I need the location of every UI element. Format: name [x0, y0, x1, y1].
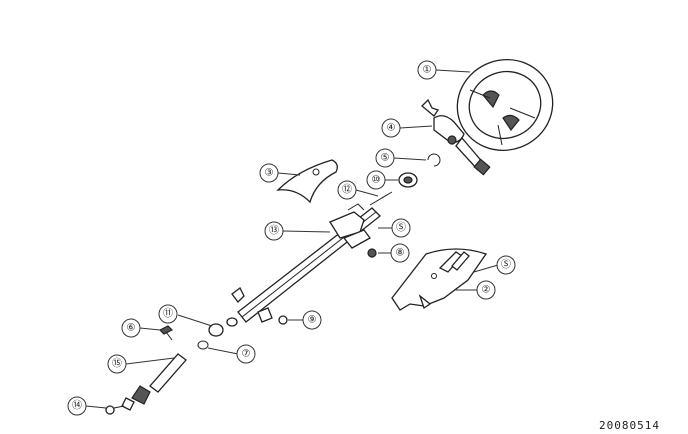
ring [197, 340, 209, 350]
callout-s-bracket: Ⓢ [496, 255, 516, 275]
callout-5: ⑤ [375, 148, 395, 168]
callout-8: ⑧ [390, 243, 410, 263]
callout-15-label: ⑮ [112, 358, 122, 370]
snap-ring [427, 153, 441, 167]
callout-12-label: ⑫ [342, 184, 352, 196]
callout-13: ⑬ [264, 221, 284, 241]
callout-14: ⑭ [67, 396, 87, 416]
callout-3-label: ③ [265, 168, 274, 179]
bushing [208, 317, 238, 337]
nut [367, 248, 377, 258]
callout-1-label: ① [423, 65, 432, 76]
steering-column [231, 203, 381, 323]
mounting-bracket [391, 248, 488, 311]
callout-15: ⑮ [107, 354, 127, 374]
bolt [158, 325, 174, 341]
callout-10: ⑩ [366, 170, 386, 190]
universal-joint-shaft [121, 353, 187, 411]
callout-14-label: ⑭ [72, 400, 82, 412]
callout-s-bracket-label: Ⓢ [501, 259, 511, 271]
callout-13-label: ⑬ [269, 225, 279, 237]
callout-7-label: ⑦ [242, 349, 251, 360]
callout-9: ⑨ [302, 310, 322, 330]
leader-lines [85, 69, 499, 409]
callout-2-label: ② [482, 285, 491, 296]
callout-6: ⑥ [121, 318, 141, 338]
callout-11-label: ⑪ [163, 308, 173, 320]
callout-8-label: ⑧ [396, 248, 405, 259]
callout-10-label: ⑩ [372, 175, 381, 186]
combination-switch [421, 98, 491, 176]
callout-4-label: ④ [387, 123, 396, 134]
callout-5-label: ⑤ [381, 153, 390, 164]
callout-9-label: ⑨ [308, 315, 317, 326]
joint-bolt [105, 405, 125, 415]
drawing-code: 20080514 [599, 419, 660, 432]
callout-11: ⑪ [158, 304, 178, 324]
callout-s-upper-label: Ⓢ [396, 222, 406, 234]
callout-1: ① [417, 60, 437, 80]
bearing [398, 172, 418, 188]
nut-lower [278, 315, 288, 325]
callout-7: ⑦ [236, 344, 256, 364]
callout-3: ③ [259, 163, 279, 183]
column-cover [276, 159, 338, 204]
callout-6-label: ⑥ [127, 323, 136, 334]
callout-12: ⑫ [337, 180, 357, 200]
callout-s-upper: Ⓢ [391, 218, 411, 238]
steering-wheel [456, 58, 554, 152]
callout-2: ② [476, 280, 496, 300]
shaft-tip [369, 191, 393, 206]
callout-4: ④ [381, 118, 401, 138]
